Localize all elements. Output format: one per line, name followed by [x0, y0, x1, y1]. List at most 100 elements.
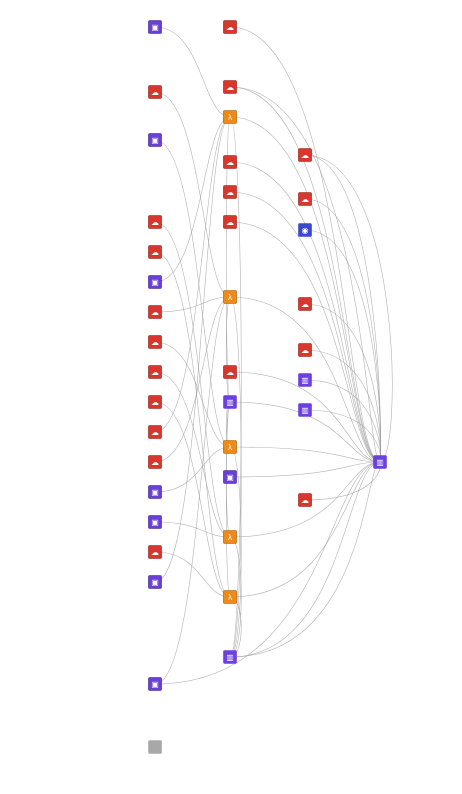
svg-text:λ: λ — [228, 113, 232, 122]
dependency-edge — [154, 551, 231, 598]
dependency-edge — [154, 296, 231, 313]
svg-text:▣: ▣ — [151, 578, 159, 587]
svg-text:▥: ▥ — [376, 458, 384, 467]
lambda-function-icon[interactable]: λ — [223, 440, 237, 454]
dependency-edge — [154, 521, 231, 538]
edges-layer — [154, 26, 393, 685]
dependency-edge — [154, 116, 231, 433]
cloudwatch-logs-icon[interactable]: ☁ — [148, 545, 162, 559]
dependency-edge — [229, 116, 381, 463]
dependency-edge — [229, 461, 381, 478]
cloudwatch-logs-icon[interactable]: ☁ — [148, 455, 162, 469]
dependency-edge — [229, 161, 381, 463]
dependency-edge — [154, 371, 231, 538]
dependency-edge — [229, 401, 381, 463]
dependency-edge — [229, 461, 381, 598]
svg-text:▣: ▣ — [151, 278, 159, 287]
cloudwatch-logs-icon[interactable]: ☁ — [148, 245, 162, 259]
lambda-function-icon[interactable]: λ — [223, 530, 237, 544]
iam-role-icon[interactable]: ▣ — [148, 515, 162, 529]
svg-text:☁: ☁ — [151, 218, 159, 227]
cloudwatch-logs-icon[interactable]: ☁ — [223, 80, 237, 94]
iam-role-icon[interactable]: ▣ — [148, 575, 162, 589]
iam-role-icon[interactable]: ▣ — [148, 275, 162, 289]
dependency-edge — [229, 86, 381, 463]
cloudwatch-logs-icon[interactable]: ☁ — [223, 20, 237, 34]
dependency-edge — [229, 446, 381, 463]
svg-text:☁: ☁ — [226, 218, 234, 227]
svg-text:☁: ☁ — [301, 346, 309, 355]
svg-text:☁: ☁ — [226, 83, 234, 92]
dependency-edge — [229, 116, 242, 658]
cloudwatch-logs-icon[interactable]: ☁ — [223, 215, 237, 229]
iam-role-icon[interactable]: ▣ — [223, 470, 237, 484]
svg-text:▥: ▥ — [226, 398, 234, 407]
api-gateway-icon[interactable]: ▥ — [298, 403, 312, 417]
cloudwatch-logs-icon[interactable]: ☁ — [298, 148, 312, 162]
svg-text:λ: λ — [228, 443, 232, 452]
dependency-edge — [154, 401, 231, 598]
cloudwatch-logs-icon[interactable]: ☁ — [148, 425, 162, 439]
svg-text:☁: ☁ — [151, 248, 159, 257]
dependency-edge — [154, 91, 231, 298]
dependency-edge — [225, 401, 231, 538]
api-gateway-icon[interactable]: ▥ — [223, 650, 237, 664]
lambda-function-icon[interactable]: λ — [223, 110, 237, 124]
cloudwatch-logs-icon[interactable]: ☁ — [148, 85, 162, 99]
dependency-edge — [229, 191, 381, 463]
svg-text:☁: ☁ — [226, 23, 234, 32]
dependency-edge — [304, 198, 382, 463]
svg-text:▣: ▣ — [151, 136, 159, 145]
cloudwatch-logs-icon[interactable]: ☁ — [148, 365, 162, 379]
svg-text:☁: ☁ — [301, 496, 309, 505]
svg-text:☁: ☁ — [301, 151, 309, 160]
cloudwatch-logs-icon[interactable]: ☁ — [298, 297, 312, 311]
svg-text:☁: ☁ — [301, 300, 309, 309]
cloudwatch-logs-icon[interactable]: ☁ — [148, 305, 162, 319]
svg-text:☁: ☁ — [151, 88, 159, 97]
dependency-edge — [229, 461, 381, 658]
dependency-edge — [154, 251, 231, 598]
lambda-function-icon[interactable]: λ — [223, 290, 237, 304]
api-gateway-icon[interactable]: ▥ — [223, 395, 237, 409]
iam-role-icon[interactable]: ▣ — [148, 133, 162, 147]
svg-text:☁: ☁ — [151, 428, 159, 437]
cloudwatch-logs-icon[interactable]: ☁ — [223, 155, 237, 169]
dependency-edge — [229, 371, 381, 463]
svg-text:▥: ▥ — [226, 653, 234, 662]
dependency-edge — [225, 401, 231, 598]
api-gateway-icon[interactable]: ▥ — [298, 373, 312, 387]
dependency-edge — [229, 221, 381, 463]
dependency-edge — [154, 296, 231, 685]
svg-text:☁: ☁ — [151, 368, 159, 377]
cloudwatch-logs-icon[interactable]: ☁ — [148, 335, 162, 349]
cloudwatch-logs-icon[interactable]: ☁ — [298, 493, 312, 507]
dependency-edge — [154, 26, 231, 118]
lambda-function-icon[interactable]: λ — [223, 590, 237, 604]
svg-text:▣: ▣ — [151, 680, 159, 689]
dependency-edge — [229, 86, 381, 463]
cloudwatch-logs-icon[interactable]: ☁ — [298, 192, 312, 206]
dependency-edge — [154, 446, 231, 493]
cloudwatch-logs-icon[interactable]: ☁ — [148, 395, 162, 409]
cloudwatch-logs-icon[interactable]: ☁ — [223, 365, 237, 379]
iam-role-icon[interactable]: ▣ — [148, 20, 162, 34]
dependency-edge — [229, 446, 242, 658]
dynamodb-table-icon[interactable]: ◉ — [298, 223, 312, 237]
svg-text:☁: ☁ — [151, 308, 159, 317]
iam-role-icon[interactable]: ▣ — [148, 485, 162, 499]
svg-text:λ: λ — [228, 533, 232, 542]
svg-text:☁: ☁ — [301, 195, 309, 204]
svg-text:☁: ☁ — [226, 158, 234, 167]
cloudwatch-logs-icon[interactable]: ☁ — [298, 343, 312, 357]
dependency-edge — [154, 461, 381, 685]
svg-text:▣: ▣ — [226, 473, 234, 482]
dependency-edge — [154, 139, 231, 448]
iam-role-icon[interactable]: ▣ — [148, 677, 162, 691]
api-gateway-icon[interactable]: ▥ — [373, 455, 387, 469]
cdk-metadata-icon[interactable] — [148, 740, 162, 754]
cloudwatch-logs-icon[interactable]: ☁ — [223, 185, 237, 199]
cloudwatch-logs-icon[interactable]: ☁ — [148, 215, 162, 229]
